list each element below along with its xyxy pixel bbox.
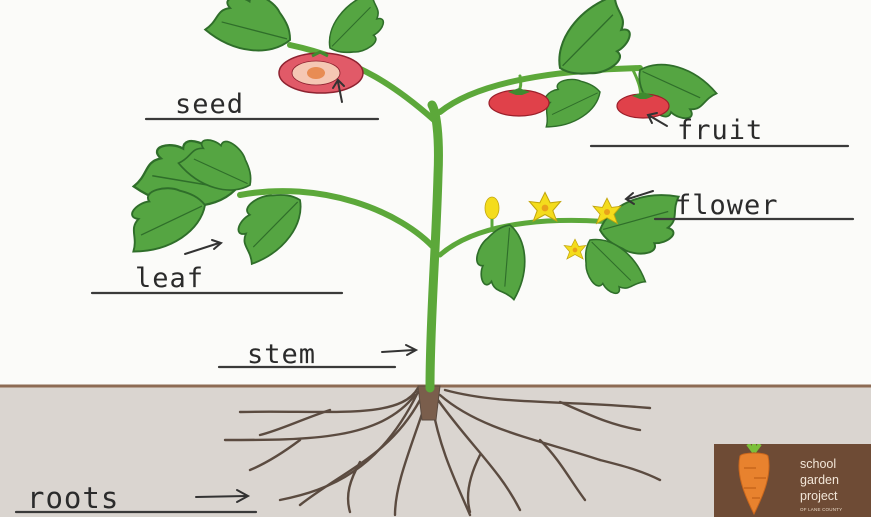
logo-line-school: school — [800, 458, 836, 471]
carrot-icon — [714, 444, 794, 517]
leaves — [116, 0, 719, 308]
logo-line-garden: garden — [800, 474, 839, 487]
seed-label: seed — [175, 91, 244, 118]
stem-label: stem — [247, 341, 316, 368]
logo-line-county: OF LANE COUNTY — [800, 508, 842, 513]
leaf-label: leaf — [135, 265, 204, 292]
roots-label: roots — [27, 484, 119, 513]
flower-label: flower — [675, 192, 779, 219]
school-garden-project-logo: school garden project OF LANE COUNTY — [714, 444, 871, 517]
logo-line-project: project — [800, 490, 838, 503]
fruit-label: fruit — [677, 117, 763, 144]
seed-cut-tomato — [279, 52, 363, 93]
